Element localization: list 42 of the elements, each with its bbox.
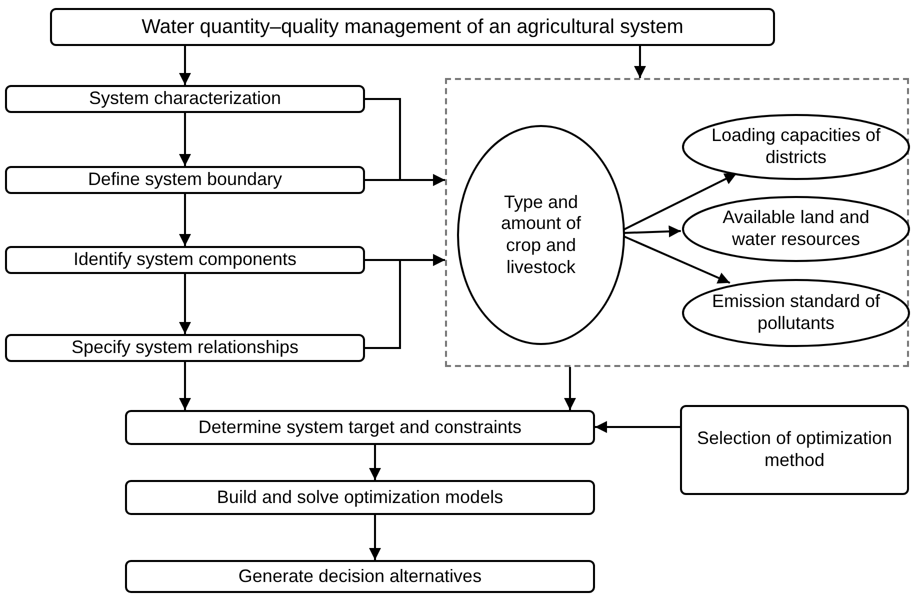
node-text: Loading capacities of districts — [710, 125, 882, 169]
ellipse-node — [682, 196, 910, 262]
process-box — [680, 405, 909, 495]
arrow — [179, 194, 191, 246]
process-box — [125, 410, 595, 445]
process-box — [5, 246, 365, 274]
arrow — [365, 254, 445, 349]
arrow — [369, 445, 381, 480]
arrow — [595, 421, 680, 433]
process-box — [5, 166, 365, 194]
arrow — [622, 172, 738, 231]
arrow — [564, 367, 576, 410]
process-box — [5, 85, 365, 113]
node-text: Selection of optimization method — [696, 428, 894, 472]
node-text: Specify system relationships — [70, 337, 300, 359]
process-box — [125, 480, 595, 515]
arrow — [179, 362, 191, 410]
node-text: Emission standard of pollutants — [710, 291, 882, 335]
arrow — [179, 113, 191, 166]
arrow — [622, 225, 681, 238]
node-text: System characterization — [88, 88, 282, 110]
ellipse-node — [682, 279, 910, 347]
dashed-group-box — [445, 78, 909, 367]
arrow — [622, 235, 730, 284]
arrow — [634, 46, 646, 78]
process-box — [50, 8, 775, 46]
node-text: Water quantity–quality management of an agricultural system — [140, 15, 684, 39]
node-text: Type and amount of crop and livestock — [500, 192, 582, 278]
process-box — [5, 334, 365, 362]
node-text: Determine system target and constraints — [197, 416, 523, 438]
node-text: Generate decision alternatives — [237, 566, 483, 588]
node-text: Define system boundary — [86, 169, 284, 191]
node-text: Available land and water resources — [722, 207, 870, 251]
arrow — [365, 174, 445, 186]
ellipse-node — [682, 114, 910, 180]
arrow — [179, 46, 191, 85]
arrow — [179, 274, 191, 334]
node-text: Identify system components — [72, 249, 298, 271]
node-text: Build and solve optimization models — [216, 486, 504, 508]
process-box — [125, 560, 595, 593]
arrow — [369, 515, 381, 560]
ellipse-node — [457, 125, 625, 345]
